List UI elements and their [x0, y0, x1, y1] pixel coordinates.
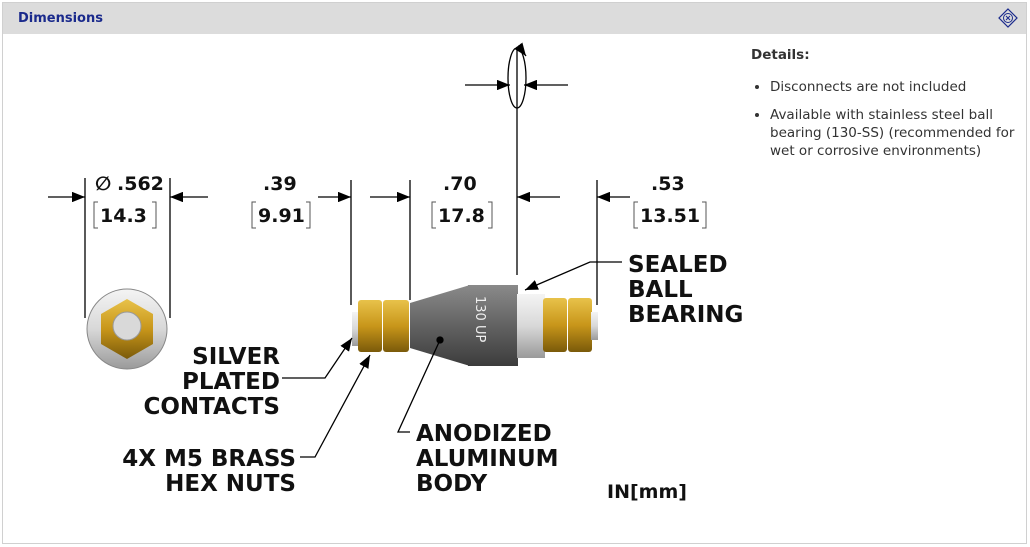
label-contacts-2: PLATED [182, 369, 280, 395]
dim-diameter-in: .562 [117, 173, 164, 195]
dim-body-mm: 17.8 [438, 205, 485, 227]
dim-contacts-mm: 9.91 [258, 205, 305, 227]
end-view [86, 288, 168, 370]
details-title: Details: [751, 47, 810, 63]
label-nuts-1: 4X M5 BRASS [122, 446, 296, 472]
dim-contacts-in: .39 [263, 173, 297, 195]
label-body-2: ALUMINUM [416, 446, 559, 472]
label-bearing-2: BALL [628, 277, 693, 303]
diameter-symbol: ∅ [95, 173, 111, 195]
side-view: 130 UP [352, 285, 598, 366]
details-section: Details: Disconnects are not included Av… [751, 47, 1021, 170]
dim-bearing-in: .53 [651, 173, 685, 195]
label-contacts-3: CONTACTS [143, 394, 280, 420]
dim-body-in: .70 [443, 173, 477, 195]
body-marking: 130 UP [472, 296, 487, 342]
units-label: IN[mm] [607, 481, 687, 503]
mm-brackets [93, 201, 707, 229]
panel-header[interactable]: Dimensions [3, 3, 1026, 34]
dim-bearing-mm: 13.51 [640, 205, 700, 227]
callout-labels: SEALED BALL BEARING SILVER PLATED CONTAC… [122, 252, 743, 503]
label-bearing-3: BEARING [628, 302, 743, 328]
dimension-values: ∅ .562 14.3 .39 9.91 .70 17.8 .53 13.51 [95, 173, 700, 227]
label-nuts-2: HEX NUTS [165, 471, 296, 497]
label-body-1: ANODIZED [416, 421, 552, 447]
details-list: Disconnects are not included Available w… [751, 78, 1021, 160]
leader-lines [282, 261, 622, 458]
details-item: Disconnects are not included [770, 78, 1021, 96]
label-contacts-1: SILVER [192, 344, 280, 370]
dimension-lines [48, 42, 630, 318]
dim-diameter-mm: 14.3 [100, 205, 147, 227]
label-bearing-1: SEALED [628, 252, 728, 278]
details-item: Available with stainless steel ball bear… [770, 106, 1021, 160]
label-body-3: BODY [416, 471, 488, 497]
panel-title: Dimensions [18, 11, 103, 26]
diamond-x-icon[interactable] [998, 8, 1018, 28]
